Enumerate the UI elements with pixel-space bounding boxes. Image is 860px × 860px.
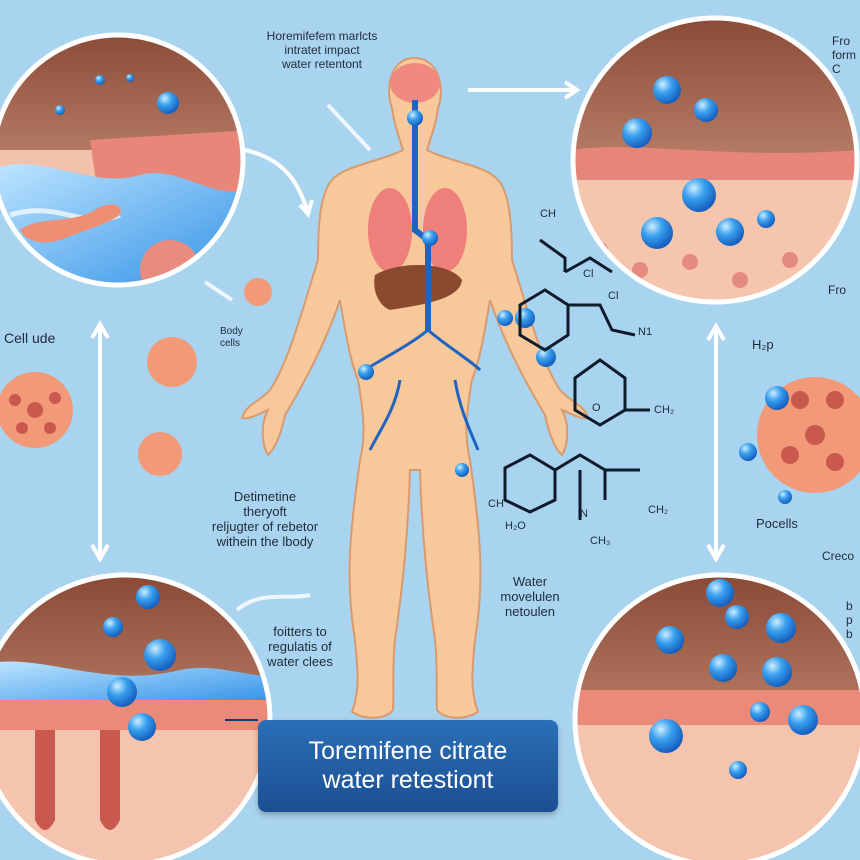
body-cells-label: Body cells <box>220 326 243 349</box>
skin-circle-top-left <box>0 32 246 288</box>
liver-icon <box>374 264 462 310</box>
chem-cl-1: Cl <box>583 268 594 280</box>
skin-circle-top-right <box>570 15 860 305</box>
chem-cl-2: Cl <box>608 290 619 302</box>
arrow-to-body <box>244 148 310 213</box>
chem-ch2-2: CH₂ <box>648 504 669 516</box>
right-bottom-top-label: Creco <box>822 549 855 563</box>
chem-n-1: N1 <box>638 326 653 338</box>
water-molecule-label: Water movelulen netoulen <box>500 574 560 619</box>
middle-left-label: Detimetine theryoft reljugter of rebetor… <box>211 489 319 549</box>
vein-line <box>412 100 431 330</box>
lung-icon <box>368 188 412 272</box>
top-right-label: Fro form C <box>832 34 856 76</box>
cell-left-small <box>138 278 272 476</box>
top-center-label: Horemifefem marlcts intratet impact wate… <box>266 29 378 71</box>
chem-ch2-1: CH₂ <box>654 404 675 416</box>
brain-icon <box>390 63 440 103</box>
right-top-fro-label: Fro <box>828 283 846 297</box>
flow-arrows <box>90 80 726 721</box>
lung-icon <box>423 188 467 272</box>
cell-left-large <box>0 372 73 448</box>
title-line-2: water retestiont <box>322 766 494 794</box>
chemical-structure <box>503 238 650 520</box>
chem-ch-left: CH <box>488 498 504 510</box>
right-cell-label: Pocells <box>756 516 798 531</box>
cell-label: Cell ude <box>4 330 56 346</box>
skin-circle-bottom-right <box>572 572 860 860</box>
chem-h2o: H₂O <box>505 520 526 532</box>
chem-o-ring: O <box>592 402 601 414</box>
hp-label: H₂p <box>752 337 774 352</box>
chem-ch3: CH₃ <box>590 535 611 547</box>
right-bottom-side-label: b p b <box>846 599 853 641</box>
human-body <box>240 56 590 719</box>
title-line-1: Toremifene citrate <box>308 737 508 766</box>
chem-n-2: N <box>580 508 588 520</box>
bottom-left-label: foitters to regulatis of water clees <box>267 624 333 669</box>
chem-ch-top: CH <box>540 208 556 220</box>
title-box: Toremifene citrate water retestiont <box>258 720 558 812</box>
skin-circle-bottom-left <box>0 572 273 860</box>
cell-right-large <box>739 377 860 504</box>
